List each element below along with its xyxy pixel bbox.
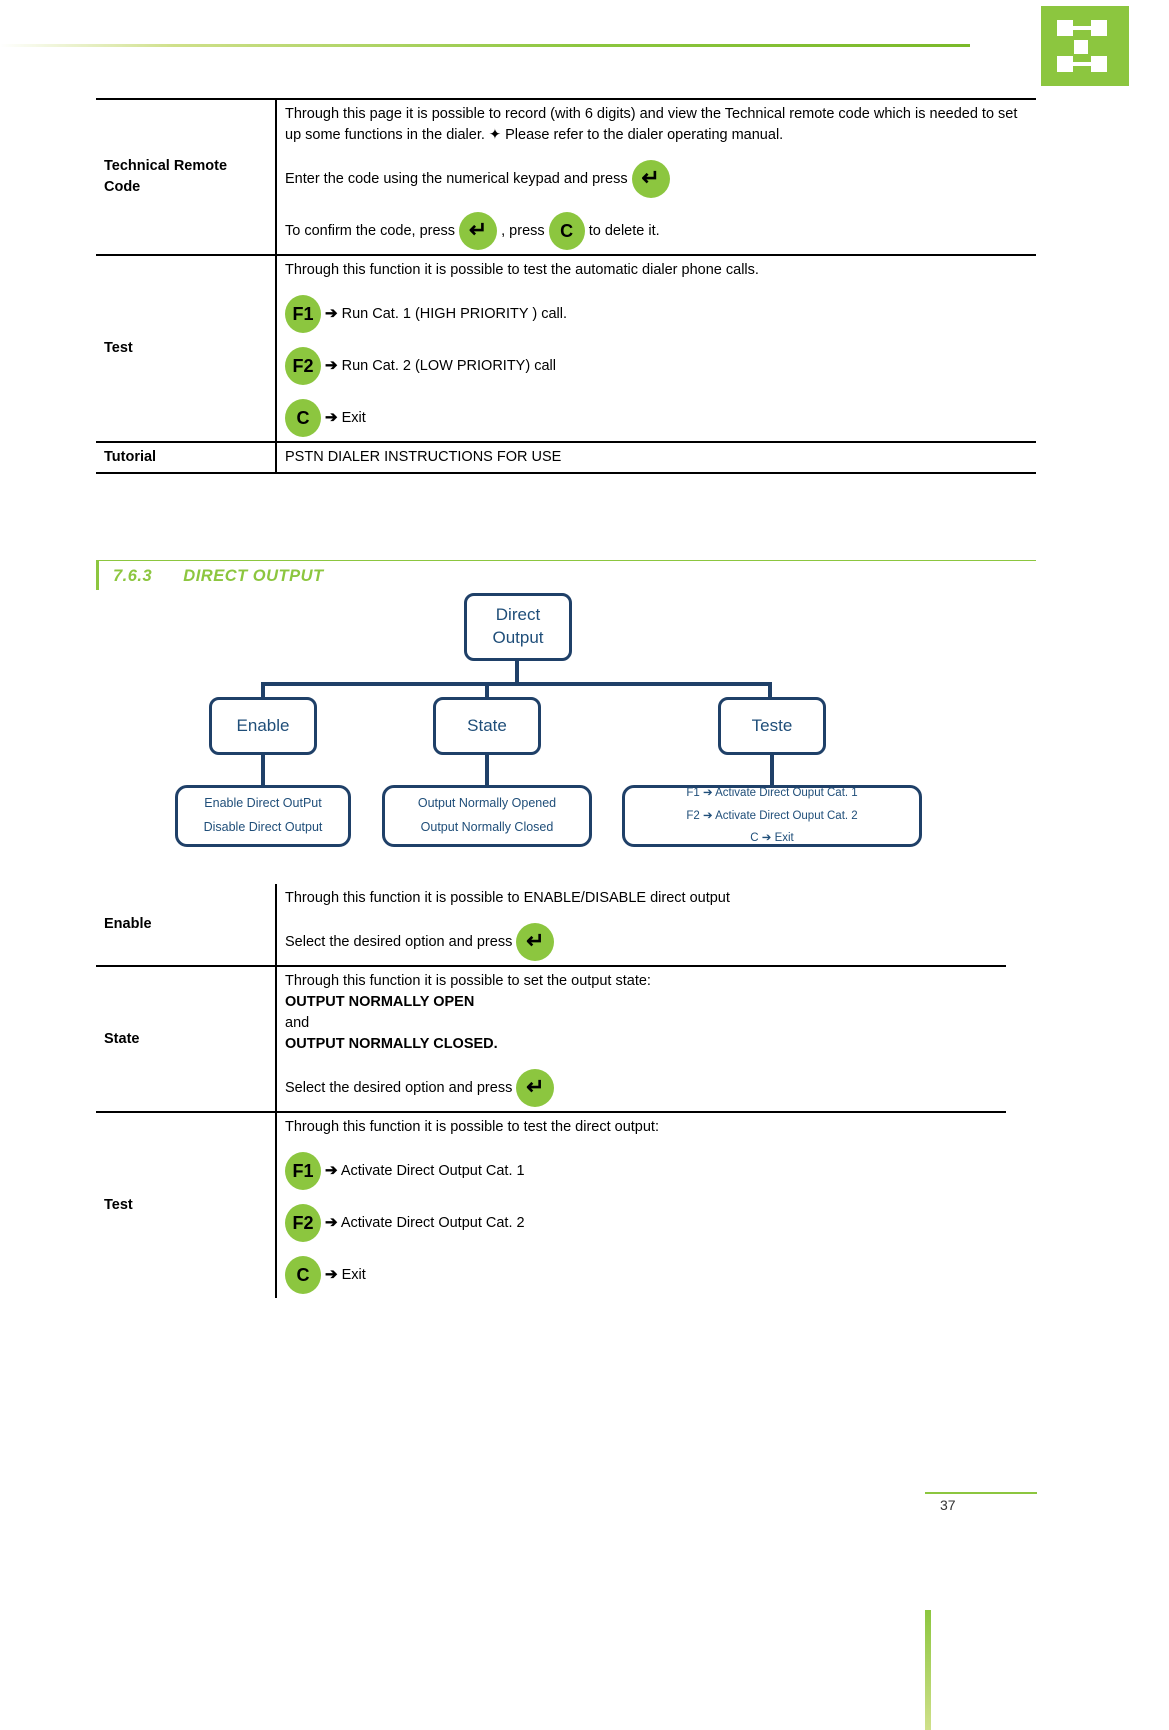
edge-enable-leaf bbox=[261, 755, 265, 787]
row-label-enable: Enable bbox=[96, 884, 277, 967]
diagram-node-root-line1: Direct bbox=[495, 605, 541, 625]
dtest-item-f2-label: Activate Direct Output Cat. 2 bbox=[340, 1214, 525, 1231]
leaf-state-line2: Output Normally Closed bbox=[420, 820, 554, 834]
edge-drop-teste bbox=[768, 682, 772, 700]
edge-teste-leaf bbox=[770, 755, 774, 787]
f2-key-icon: F2 bbox=[285, 347, 321, 386]
table-row-test-direct-output: Test Through this function it is possibl… bbox=[96, 1111, 1006, 1299]
row-content-tutorial: PSTN DIALER INSTRUCTIONS FOR USE bbox=[276, 441, 1036, 475]
diagram-leaf-teste: F1 ➔ Activate Direct Ouput Cat. 1 F2 ➔ A… bbox=[622, 785, 922, 847]
test-item-f1-label: Run Cat. 1 (HIGH PRIORITY ) call. bbox=[341, 305, 567, 322]
state-line1: Through this function it is possible to … bbox=[285, 973, 651, 990]
edge-bus bbox=[261, 682, 772, 686]
enable-line2: Select the desired option and press ↵ bbox=[285, 923, 998, 962]
row-label-state: State bbox=[96, 965, 277, 1113]
edge-drop-state bbox=[485, 682, 489, 700]
row-content-enable: Through this function it is possible to … bbox=[276, 884, 1006, 966]
diagram-leaf-state: Output Normally Opened Output Normally C… bbox=[382, 785, 592, 847]
test-item-f2-label: Run Cat. 2 (LOW PRIORITY) call bbox=[341, 357, 556, 374]
dtest-item-c-label: Exit bbox=[341, 1266, 366, 1283]
diagram-node-state: State bbox=[433, 697, 541, 755]
leaf-teste-line3: C ➔ Exit bbox=[750, 832, 794, 845]
tech-paragraph: Through this page it is possible to reco… bbox=[285, 106, 1018, 144]
tech-confirm-line: To confirm the code, press ↵ , press C t… bbox=[285, 212, 1028, 251]
row-label-technical-remote-code: Technical Remote Code bbox=[96, 97, 277, 256]
footer-rule bbox=[925, 1492, 1037, 1494]
test-item-f2: F2 ➔ Run Cat. 2 (LOW PRIORITY) call bbox=[285, 347, 1028, 386]
page-header bbox=[0, 0, 1169, 90]
enter-key-icon: ↵ bbox=[459, 212, 498, 251]
page-number: 37 bbox=[940, 1497, 956, 1513]
diagram-node-root: Direct Output bbox=[464, 593, 572, 661]
arrow-icon: ➔ bbox=[325, 1161, 338, 1179]
arrow-icon: ➔ bbox=[325, 1213, 338, 1231]
table-row-tutorial: Tutorial PSTN DIALER INSTRUCTIONS FOR US… bbox=[96, 441, 1036, 475]
direct-output-diagram: Direct Output Enable State Teste Enable … bbox=[0, 580, 1169, 875]
f1-key-icon: F1 bbox=[285, 295, 321, 334]
section-number: 7.6.3 bbox=[113, 567, 153, 585]
diagram-node-root-line2: Output bbox=[492, 628, 544, 647]
table-row-state: State Through this function it is possib… bbox=[96, 965, 1006, 1113]
direct-output-menu-table: Enable Through this function it is possi… bbox=[96, 884, 1006, 1299]
enter-key-icon: ↵ bbox=[631, 160, 670, 199]
dtest-item-f2: F2 ➔ Activate Direct Output Cat. 2 bbox=[285, 1204, 998, 1243]
table-row-test: Test Through this function it is possibl… bbox=[96, 254, 1036, 443]
leaf-teste-line2: F2 ➔ Activate Direct Ouput Cat. 2 bbox=[686, 809, 858, 822]
technical-menu-table: Technical Remote Code Through this page … bbox=[96, 97, 1036, 475]
c-key-icon: C bbox=[285, 399, 321, 438]
row-label-tutorial: Tutorial bbox=[96, 441, 277, 475]
brand-logo-icon bbox=[1041, 6, 1129, 86]
row-label-test: Test bbox=[96, 254, 277, 443]
test-intro: Through this function it is possible to … bbox=[285, 262, 759, 279]
row-label-test-direct-output: Test bbox=[96, 1111, 277, 1299]
row-content-test-direct-output: Through this function it is possible to … bbox=[276, 1111, 1006, 1299]
table-row-enable: Enable Through this function it is possi… bbox=[96, 884, 1006, 967]
test-item-c-label: Exit bbox=[341, 409, 366, 426]
diagram-node-teste: Teste bbox=[718, 697, 826, 755]
arrow-icon: ➔ bbox=[325, 356, 338, 374]
leaf-enable-line2: Disable Direct Output bbox=[203, 820, 323, 834]
dtest-item-f1: F1 ➔ Activate Direct Output Cat. 1 bbox=[285, 1152, 998, 1191]
arrow-icon: ➔ bbox=[325, 408, 338, 426]
leaf-state-line1: Output Normally Opened bbox=[417, 796, 557, 811]
leaf-enable-line1: Enable Direct OutPut bbox=[204, 796, 322, 811]
state-line4: OUTPUT NORMALLY CLOSED. bbox=[285, 1036, 498, 1053]
enter-key-icon: ↵ bbox=[516, 1069, 555, 1108]
enter-key-icon: ↵ bbox=[516, 923, 555, 962]
dtest-item-f1-label: Activate Direct Output Cat. 1 bbox=[340, 1162, 525, 1179]
dtest-item-c: C ➔ Exit bbox=[285, 1256, 998, 1295]
section-heading: 7.6.3 DIRECT OUTPUT bbox=[96, 560, 1036, 590]
row-content-test: Through this function it is possible to … bbox=[276, 254, 1036, 443]
c-key-icon: C bbox=[285, 1256, 321, 1295]
edge-drop-enable bbox=[261, 682, 265, 700]
state-line2: OUTPUT NORMALLY OPEN bbox=[285, 994, 475, 1011]
footer-accent-bar bbox=[925, 1610, 931, 1730]
c-key-icon: C bbox=[548, 212, 585, 251]
f2-key-icon: F2 bbox=[285, 1204, 321, 1243]
dtest-intro: Through this function it is possible to … bbox=[285, 1119, 659, 1136]
state-line3: and bbox=[285, 1015, 310, 1032]
diagram-node-enable: Enable bbox=[209, 697, 317, 755]
header-gradient-rule bbox=[0, 44, 970, 47]
arrow-icon: ➔ bbox=[325, 304, 338, 322]
state-line5: Select the desired option and press ↵ bbox=[285, 1069, 998, 1108]
table-row-technical-remote-code: Technical Remote Code Through this page … bbox=[96, 97, 1036, 256]
edge-state-leaf bbox=[485, 755, 489, 787]
test-item-c: C ➔ Exit bbox=[285, 399, 1028, 438]
leaf-teste-line1: F1 ➔ Activate Direct Ouput Cat. 1 bbox=[686, 787, 858, 800]
f1-key-icon: F1 bbox=[285, 1152, 321, 1191]
tech-enter-line: Enter the code using the numerical keypa… bbox=[285, 160, 1028, 199]
row-content-technical-remote-code: Through this page it is possible to reco… bbox=[276, 97, 1036, 256]
arrow-icon: ➔ bbox=[325, 1265, 338, 1283]
edge-root-down bbox=[515, 661, 519, 685]
diagram-leaf-enable: Enable Direct OutPut Disable Direct Outp… bbox=[175, 785, 351, 847]
test-item-f1: F1 ➔ Run Cat. 1 (HIGH PRIORITY ) call. bbox=[285, 295, 1028, 334]
enable-line1: Through this function it is possible to … bbox=[285, 890, 730, 906]
section-title: DIRECT OUTPUT bbox=[183, 567, 324, 585]
row-content-state: Through this function it is possible to … bbox=[276, 965, 1006, 1113]
